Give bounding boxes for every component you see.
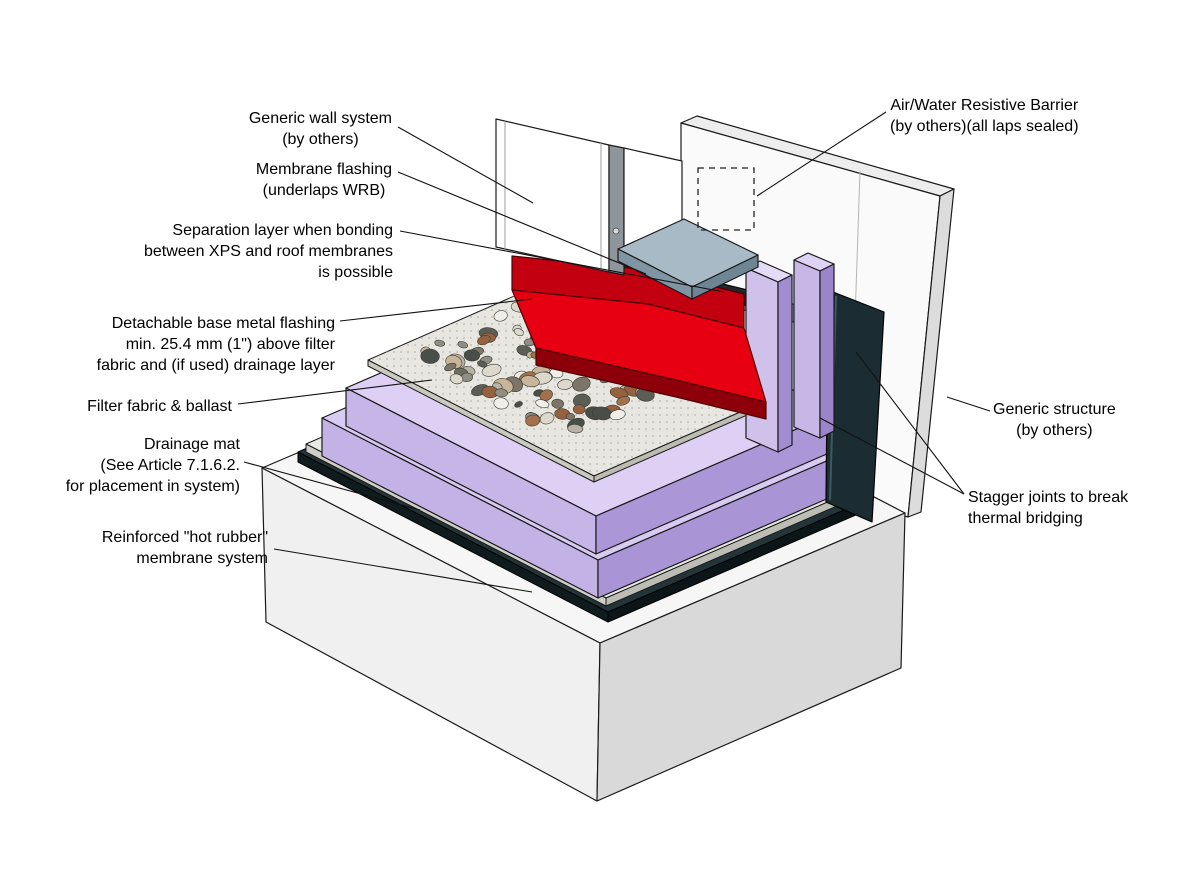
metal-flashing-red <box>511 255 767 420</box>
base-right-face <box>596 512 906 802</box>
label-line: membrane system <box>136 550 268 568</box>
pebble <box>565 412 575 421</box>
pebble <box>494 388 508 398</box>
label-line: (by others)(all laps sealed) <box>890 118 1079 136</box>
label-line: Filter fabric & ballast <box>87 398 232 415</box>
panel-gap-strip <box>608 144 625 276</box>
pebble <box>420 348 440 364</box>
pebble <box>525 414 541 427</box>
red-flashing-drip-lip <box>535 347 767 420</box>
pebble <box>551 398 564 409</box>
xps-vertical-board-2 <box>793 252 835 439</box>
pebble <box>572 376 591 392</box>
leader-air-water-barrier <box>756 111 887 197</box>
leader-generic-wall-system <box>397 126 534 204</box>
leader-membrane-flashing <box>397 171 647 275</box>
label-stagger-joints: Stagger joints to break thermal bridging <box>968 487 1128 529</box>
label-generic-structure: Generic structure (by others) <box>993 399 1116 441</box>
pebble <box>444 362 457 372</box>
cap-flashing <box>617 218 759 300</box>
leader-lines <box>237 111 991 593</box>
label-membrane-flashing: Membrane flashing (underlaps WRB) <box>256 159 392 201</box>
label-line: min. 25.4 mm (1") above filter <box>125 336 335 354</box>
pebble <box>513 328 524 337</box>
label-line: is possible <box>318 264 393 282</box>
leader-stagger-joints-1 <box>819 417 965 495</box>
wall-panel-a <box>495 118 610 273</box>
label-filter-fabric-ballast: Filter fabric & ballast <box>87 396 232 417</box>
label-line: (underlaps WRB) <box>262 182 386 200</box>
label-line: (by others) <box>282 131 359 149</box>
label-line: Separation layer when bonding <box>172 222 393 239</box>
label-line: Detachable base metal flashing <box>111 315 335 332</box>
label-line: fabric and (if used) drainage layer <box>96 357 335 375</box>
pebble <box>520 375 540 388</box>
label-air-water-barrier: Air/Water Resistive Barrier (by others)(… <box>890 95 1079 137</box>
label-line: Air/Water Resistive Barrier <box>890 97 1079 114</box>
pebble <box>535 399 550 409</box>
pebble <box>457 341 469 349</box>
label-hot-rubber-membrane: Reinforced "hot rubber" membrane system <box>102 527 268 569</box>
leader-separation-layer <box>399 230 725 293</box>
label-separation-layer: Separation layer when bonding between XP… <box>144 220 393 283</box>
label-line: Reinforced "hot rubber" <box>101 529 268 546</box>
leader-drainage-mat <box>243 461 421 511</box>
filter-fabric-sheet <box>367 275 787 483</box>
pebble <box>567 424 583 434</box>
wrb-dashed-outline <box>697 167 755 231</box>
leader-hot-rubber-membrane <box>273 548 533 593</box>
pebble <box>609 387 629 399</box>
pebble <box>434 339 446 347</box>
label-line: Generic wall system <box>248 110 392 127</box>
fabric-top-texture <box>368 276 786 476</box>
label-line: between XPS and roof membranes <box>143 243 393 261</box>
label-line: thermal bridging <box>968 510 1083 528</box>
pebble <box>539 389 553 401</box>
label-line: Stagger joints to break <box>968 489 1129 506</box>
board2-side-face <box>819 263 835 439</box>
label-detachable-base-flashing: Detachable base metal flashing min. 25.4… <box>97 313 335 376</box>
label-line: for placement in system) <box>65 478 240 496</box>
pebble <box>609 409 626 421</box>
leader-stagger-joints-2 <box>855 351 965 495</box>
board2-front-face <box>793 259 821 439</box>
leader-generic-structure <box>946 396 991 412</box>
fastener-icon <box>612 227 620 235</box>
pebble <box>477 335 491 346</box>
label-line: Drainage mat <box>143 436 240 453</box>
pebble <box>449 373 464 385</box>
pebble <box>539 412 555 425</box>
leader-detachable-base-flashing <box>339 298 533 322</box>
pebble <box>557 379 573 390</box>
label-line: (by others) <box>1016 422 1093 440</box>
pebble <box>616 395 631 406</box>
label-line: Membrane flashing <box>255 161 392 178</box>
pebble <box>572 404 586 415</box>
label-line: Generic structure <box>993 401 1116 418</box>
pebble <box>493 397 509 410</box>
label-line: (See Article 7.1.6.2. <box>100 457 240 475</box>
generic-wall-system-assembly <box>495 118 683 276</box>
pebble <box>493 310 508 322</box>
board1-side-face <box>777 274 793 453</box>
label-drainage-mat: Drainage mat (See Article 7.1.6.2. for p… <box>66 434 240 497</box>
pebble <box>463 349 480 362</box>
cap-front-right-face <box>691 254 759 300</box>
leader-filter-fabric-ballast <box>237 379 433 405</box>
pebble <box>481 363 502 377</box>
pebble <box>514 401 523 408</box>
label-generic-wall-system: Generic wall system (by others) <box>249 108 392 150</box>
